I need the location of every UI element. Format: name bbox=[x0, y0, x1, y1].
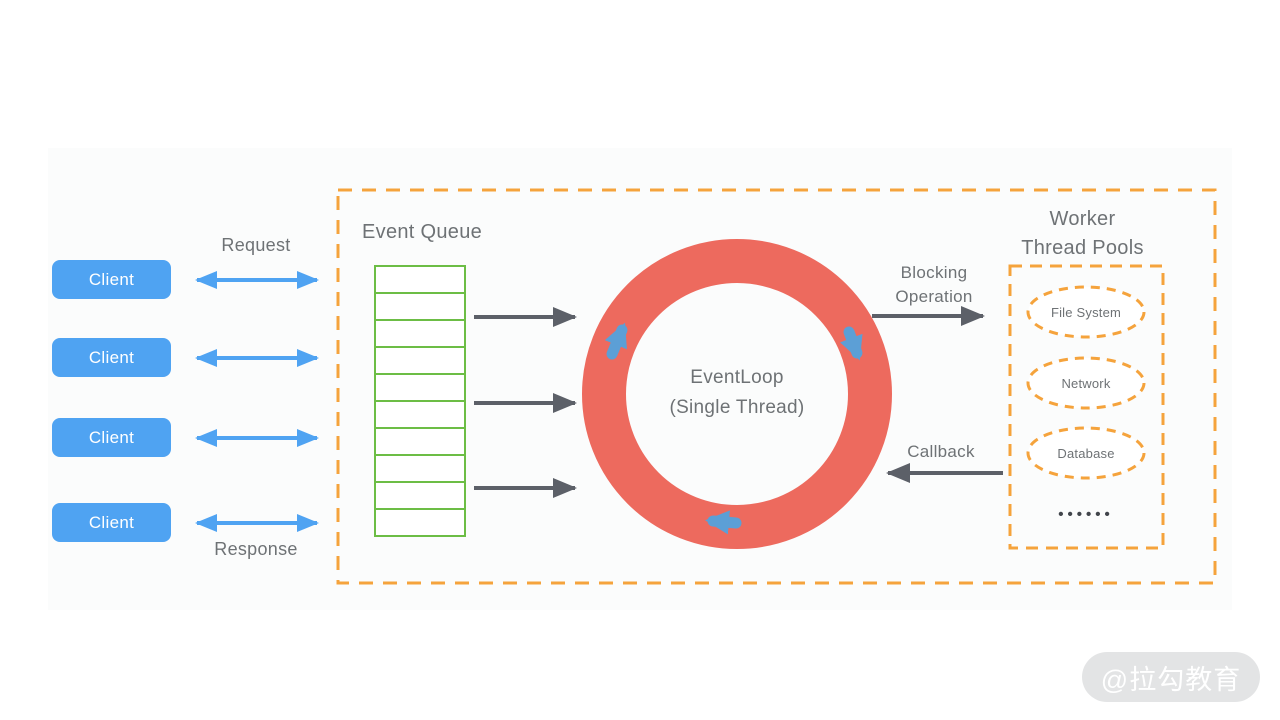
queue-cell bbox=[374, 373, 466, 402]
eventloop-title-line1: EventLoop bbox=[690, 367, 784, 388]
network-pool-label: Network bbox=[1061, 376, 1111, 391]
file-system-pool-ellipse bbox=[1026, 285, 1146, 339]
blocking-label-line1: Blocking bbox=[900, 263, 968, 282]
client-box-2: Client bbox=[52, 338, 171, 377]
queue-cell bbox=[374, 346, 466, 375]
network-pool-ellipse bbox=[1026, 356, 1146, 410]
ring-rotation-arrow-right bbox=[840, 326, 863, 361]
client-label: Client bbox=[88, 512, 135, 532]
event-queue-title: Event Queue bbox=[362, 221, 483, 243]
blocking-operation-label: Blocking Operation bbox=[875, 261, 993, 309]
ring-rotation-arrow-bottom bbox=[705, 510, 742, 535]
file-system-pool-label: File System bbox=[1050, 305, 1122, 320]
client-box-3: Client bbox=[52, 418, 171, 457]
database-pool-ellipse bbox=[1026, 426, 1146, 480]
eventloop-title: EventLoop (Single Thread) bbox=[627, 363, 847, 423]
client-label: Client bbox=[88, 427, 135, 447]
watermark-text: @拉勾教育 bbox=[1100, 664, 1242, 695]
worker-thread-pools-title: Worker Thread Pools bbox=[1001, 205, 1164, 263]
worker-title-line1: Worker bbox=[1049, 208, 1116, 230]
queue-cell bbox=[374, 265, 466, 294]
request-label: Request bbox=[221, 235, 291, 255]
eventloop-title-line2: (Single Thread) bbox=[669, 397, 805, 418]
watermark-badge: @拉勾教育 bbox=[1082, 652, 1260, 702]
queue-cell bbox=[374, 319, 466, 348]
more-pools-ellipsis: •••••• bbox=[1058, 506, 1114, 523]
queue-cell bbox=[374, 454, 466, 483]
client-label: Client bbox=[88, 269, 135, 289]
event-queue-cells bbox=[374, 265, 466, 537]
queue-cell bbox=[374, 400, 466, 429]
response-label: Response bbox=[214, 539, 298, 559]
client-box-4: Client bbox=[52, 503, 171, 542]
blocking-label-line2: Operation bbox=[895, 287, 973, 306]
queue-cell bbox=[374, 292, 466, 321]
database-pool-label: Database bbox=[1057, 446, 1115, 461]
worker-title-line2: Thread Pools bbox=[1021, 237, 1144, 259]
nodejs-runtime-dashed-boundary bbox=[336, 188, 1217, 585]
client-label: Client bbox=[88, 347, 135, 367]
callback-label: Callback bbox=[907, 442, 975, 461]
queue-cell bbox=[374, 508, 466, 537]
client-box-1: Client bbox=[52, 260, 171, 299]
queue-cell bbox=[374, 481, 466, 510]
ring-rotation-arrow-top-left bbox=[604, 322, 628, 360]
worker-thread-pools-dashed-box bbox=[1008, 264, 1165, 550]
queue-cell bbox=[374, 427, 466, 456]
